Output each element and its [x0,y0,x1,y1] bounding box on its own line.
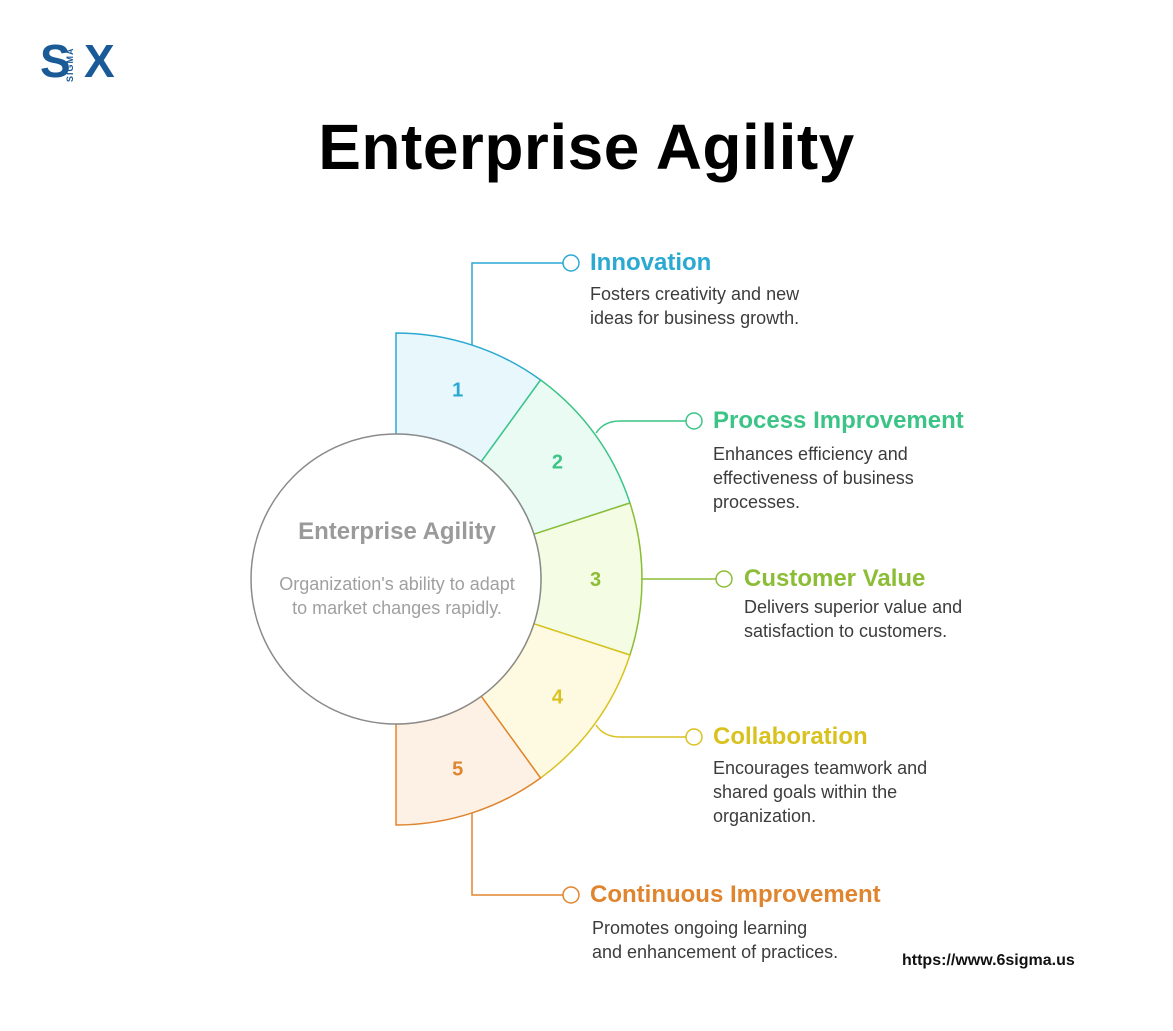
item-description-innovation: Fosters creativity and new ideas for bus… [590,284,800,328]
segment-number-process-improvement: 2 [552,452,563,474]
connector-dot-process-improvement [685,412,703,430]
connector-line-process-improvement [595,420,686,434]
connector-line-innovation [471,262,563,345]
item-description-process-improvement: Enhances efficiency and effectiveness of… [713,444,914,512]
connector-dot-collaboration [685,728,703,746]
connector-line-continuous-improvement [471,813,563,896]
item-description-continuous-improvement: Promotes ongoing learning and enhancemen… [592,918,839,962]
item-description-collaboration: Encourages teamwork and shared goals wit… [713,758,928,826]
center-circle [250,433,542,725]
item-title-process-improvement: Process Improvement [713,407,964,434]
item-description-customer-value: Delivers superior value and satisfaction… [744,597,963,641]
segment-number-collaboration: 4 [552,686,564,708]
center-title: Enterprise Agility [298,518,496,545]
connector-dot-customer-value [715,570,733,588]
website-url[interactable]: https://www.6sigma.us [902,952,1075,969]
connector-dot-innovation [562,254,580,272]
center-description: Organization's ability to adapt to marke… [279,574,515,618]
item-title-continuous-improvement: Continuous Improvement [590,881,881,908]
segment-number-continuous-improvement: 5 [452,759,463,781]
logo-letter-s: S [40,35,71,87]
logo-letter-x: X [84,35,115,87]
connector-dot-continuous-improvement [562,886,580,904]
item-title-innovation: Innovation [590,249,712,276]
connector-line-collaboration [595,724,686,738]
segment-number-innovation: 1 [452,379,463,401]
page-title: Enterprise Agility [318,111,855,183]
brand-logo: S SIGMA X [38,38,124,86]
segment-number-customer-value: 3 [590,569,601,591]
item-title-collaboration: Collaboration [713,723,868,750]
item-title-customer-value: Customer Value [744,565,926,592]
